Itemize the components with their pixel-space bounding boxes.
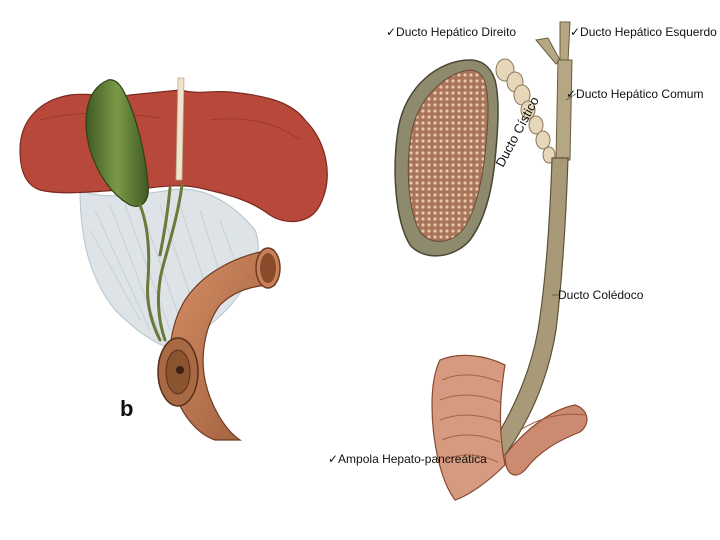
label-hepatopancreatic-ampulla: ✓Ampola Hepato-pancreática — [328, 452, 487, 466]
cystic-duct-left — [138, 203, 162, 342]
label-common-bile-duct: Ducto Colédoco — [558, 288, 644, 302]
label-common-hepatic-duct: ✓Ducto Hepático Comum — [566, 87, 704, 101]
pancreas — [504, 404, 588, 476]
duodenum-left — [169, 249, 276, 441]
duodenum-right — [431, 354, 506, 501]
gallbladder — [85, 79, 149, 207]
common-hepatic-duct — [555, 59, 573, 161]
falciform-ligament — [175, 77, 185, 181]
left-illustration — [19, 77, 328, 441]
panel-letter: b — [120, 396, 134, 421]
label-right-hepatic-duct: ✓Ducto Hepático Direito — [386, 25, 517, 39]
hepatic-duct-left — [156, 183, 184, 342]
common-bile-duct — [489, 157, 569, 456]
cystic-duct-spiral — [495, 58, 556, 164]
right-illustration — [394, 21, 588, 501]
left-hepatic-duct — [559, 21, 571, 63]
label-left-hepatic-duct: ✓Ducto Hepático Esquerdo — [570, 25, 717, 39]
right-hepatic-duct — [535, 37, 561, 65]
